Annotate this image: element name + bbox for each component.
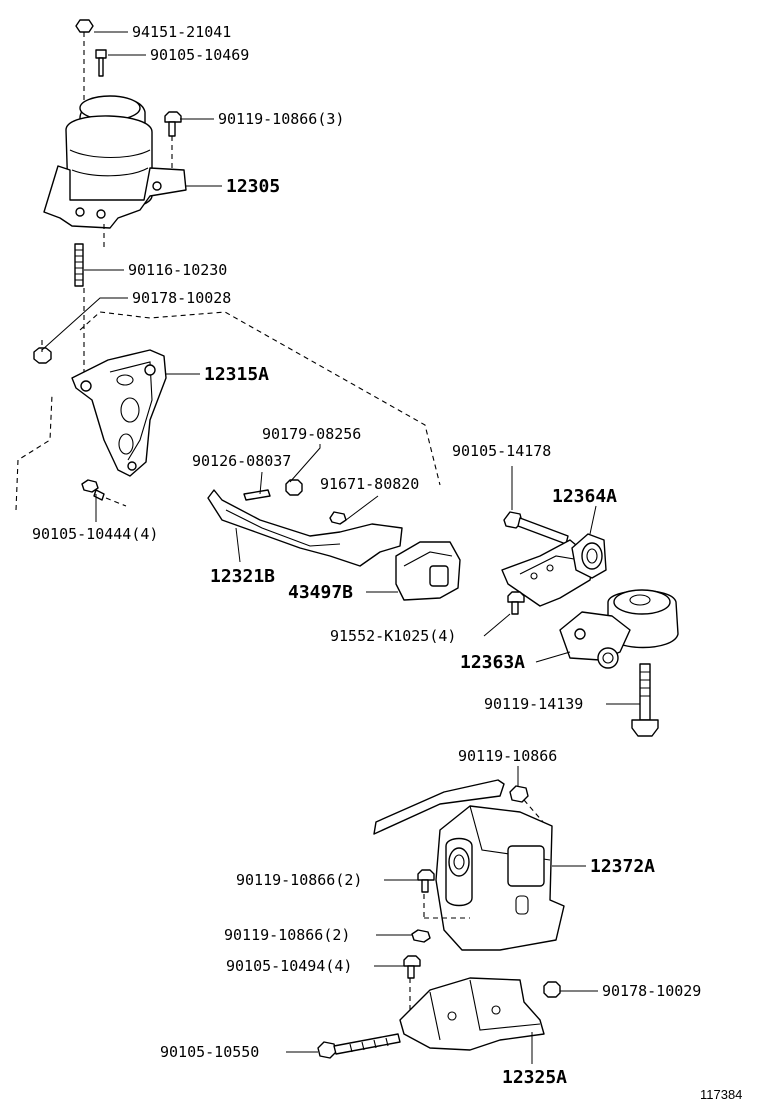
label-91671-80820: 91671-80820 (320, 475, 419, 493)
label-12325A: 12325A (502, 1067, 567, 1088)
label-90119-14139: 90119-14139 (484, 695, 583, 713)
mount-12363A (559, 589, 679, 737)
bracket-12321B (207, 479, 403, 567)
label-90119-10866: 90119-10866 (458, 747, 557, 765)
label-90105-10550: 90105-10550 (160, 1043, 259, 1061)
label-12372A: 12372A (590, 856, 655, 877)
label-90119-10866-2a: 90119-10866(2) (236, 871, 362, 889)
label-90126-08037: 90126-08037 (192, 452, 291, 470)
label-12364A: 12364A (552, 486, 617, 507)
leader-lines (41, 31, 640, 1064)
bracket-12372A (373, 779, 565, 951)
label-90178-10028: 90178-10028 (132, 289, 231, 307)
label-90178-10029: 90178-10029 (602, 982, 701, 1000)
label-90105-10469: 90105-10469 (150, 46, 249, 64)
label-12363A: 12363A (460, 652, 525, 673)
label-90105-14178: 90105-14178 (452, 442, 551, 460)
figure-number: 117384 (700, 1087, 742, 1102)
label-90105-10444-4: 90105-10444(4) (32, 525, 158, 543)
part-labels: 94151-21041 90105-10469 90119-10866(3) 1… (32, 23, 742, 1102)
bracket-12315A (33, 288, 167, 507)
label-90119-10866-3: 90119-10866(3) (218, 110, 344, 128)
label-90179-08256: 90179-08256 (262, 425, 361, 443)
label-90105-10494-4: 90105-10494(4) (226, 957, 352, 975)
label-90119-10866-2b: 90119-10866(2) (224, 926, 350, 944)
stopper-43497B (395, 541, 461, 601)
label-90116-10230: 90116-10230 (128, 261, 227, 279)
label-12321B: 12321B (210, 566, 275, 587)
label-94151-21041: 94151-21041 (132, 23, 231, 41)
bracket-12364A (501, 511, 607, 615)
engine-mount-12305 (43, 19, 187, 287)
label-43497B: 43497B (288, 582, 353, 603)
label-12305: 12305 (226, 176, 280, 197)
bracket-12325A (317, 955, 561, 1059)
label-91552-K1025-4: 91552-K1025(4) (330, 627, 456, 645)
label-12315A: 12315A (204, 364, 269, 385)
